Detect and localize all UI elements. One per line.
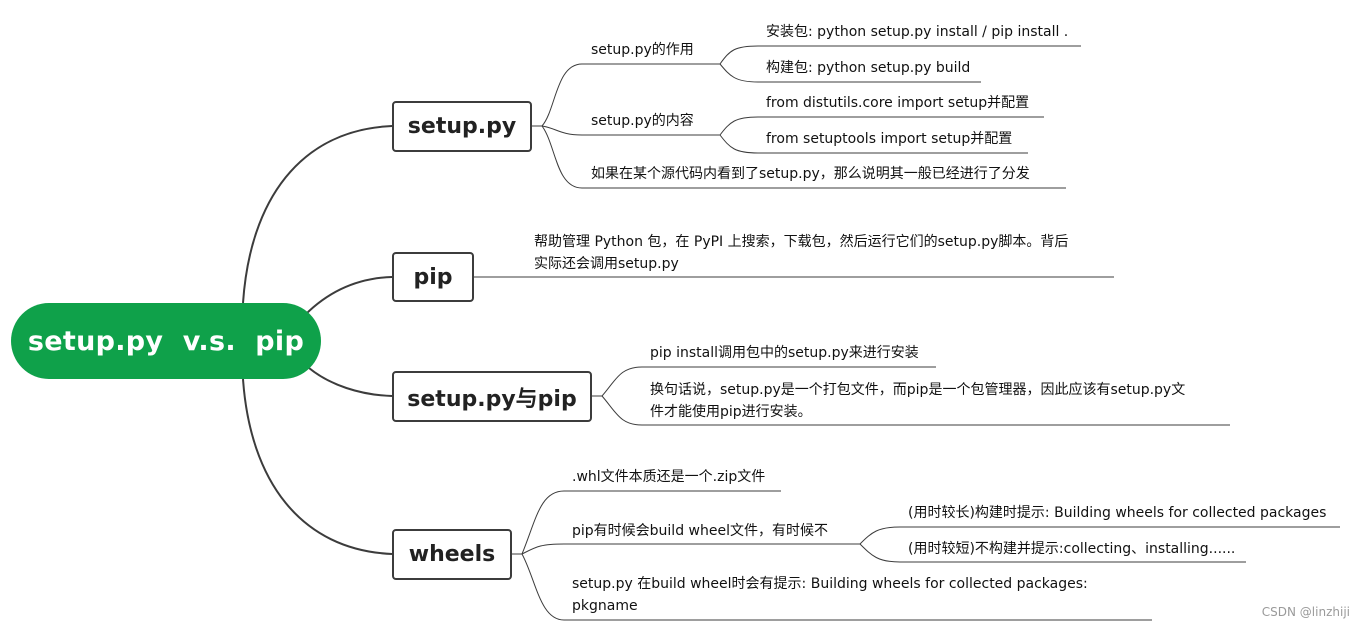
watermark: CSDN @linzhiji [1261,605,1350,619]
setup-py-note: 如果在某个源代码内看到了setup.py，那么说明其一般已经进行了分发 [591,166,1030,182]
topic-setup-py-and-pip: setup.py与pip [392,371,592,422]
setup-py-content: setup.py的内容 [591,113,694,129]
setup-py-role: setup.py的作用 [591,42,694,58]
topic-setup-py: setup.py [392,101,532,152]
topic-pip: pip [392,252,474,302]
topic-wheels: wheels [392,529,512,580]
setup-py-role-build: 构建包: python setup.py build [766,60,971,76]
pip-description-line2: 实际还会调用setup.py [534,256,679,272]
setup-py-content-setuptools: from setuptools import setup并配置 [766,131,1013,147]
wheels-item-whl: .whl文件本质还是一个.zip文件 [572,469,766,485]
wheels-item-build: pip有时候会build wheel文件，有时候不 [572,523,828,539]
wheels-build-short: (用时较短)不构建并提示:collecting、installing...... [908,541,1236,557]
relation-item-explain-line1: 换句话说，setup.py是一个打包文件，而pip是一个包管理器，因此应该有se… [650,382,1186,398]
setup-py-role-install: 安装包: python setup.py install / pip insta… [766,24,1069,40]
relation-item-install: pip install调用包中的setup.py来进行安装 [650,345,919,361]
root-node: setup.py v.s. pip [11,303,321,379]
setup-py-content-distutils: from distutils.core import setup并配置 [766,95,1030,111]
relation-item-explain-line2: 件才能使用pip进行安装。 [650,404,812,420]
wheels-item-hint-line2: pkgname [572,598,638,614]
wheels-item-hint-line1: setup.py 在build wheel时会有提示: Building whe… [572,576,1088,592]
wheels-build-long: (用时较长)构建时提示: Building wheels for collect… [908,505,1327,521]
pip-description-line1: 帮助管理 Python 包，在 PyPI 上搜索，下载包，然后运行它们的setu… [534,234,1069,250]
